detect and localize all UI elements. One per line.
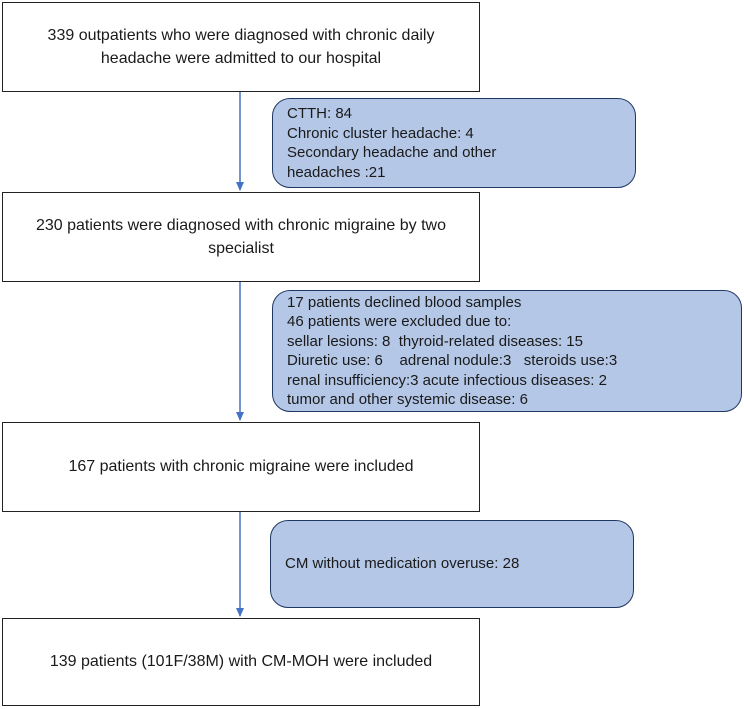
flow-box-text: 167 patients with chronic migraine were … [68,458,414,476]
exclusion-line: renal insufficiency:3 acute infectious d… [287,371,607,389]
flow-box-cm-moh-included: 139 patients (101F/38M) with CM-MOH were… [2,618,480,706]
exclusion-line: CTTH: 84 [287,105,353,122]
exclusion-line: sellar lesions: 8 thyroid-related diseas… [287,332,583,350]
exclusion-line: tumor and other systemic disease: 6 [287,391,528,408]
flow-box-chronic-migraine: 230 patients were diagnosed with chronic… [2,192,480,282]
exclusion-line: Chronic cluster headache: 4 [287,124,474,142]
exclusion-line: CM without medication overuse: 28 [285,555,520,573]
exclusion-line: 17 patients declined blood samples [287,293,522,311]
exclusion-line: headaches :21 [287,163,386,181]
flow-box-text: 139 patients (101F/38M) with CM-MOH were… [49,653,433,671]
flow-box-text: 339 outpatients who were diagnosed with … [47,26,435,44]
exclusion-box-no-overuse: CM without medication overuse: 28 [270,520,634,608]
flow-box-text: specialist [208,240,274,257]
flow-box-text: 230 patients were diagnosed with chronic… [35,216,446,234]
exclusion-line: Secondary headache and other [287,144,497,161]
exclusion-line: 46 patients were excluded due to: [287,313,512,330]
exclusion-box-excluded-patients: 17 patients declined blood samples 46 pa… [272,290,742,412]
exclusion-box-other-headaches: CTTH: 84 Chronic cluster headache: 4 Sec… [272,98,636,188]
flow-box-cm-included: 167 patients with chronic migraine were … [2,422,480,512]
exclusion-line: Diuretic use: 6 adrenal nodule:3 steroid… [287,352,618,369]
flow-box-text: headache were admitted to our hospital [100,50,382,67]
flow-box-outpatients: 339 outpatients who were diagnosed with … [2,2,480,92]
